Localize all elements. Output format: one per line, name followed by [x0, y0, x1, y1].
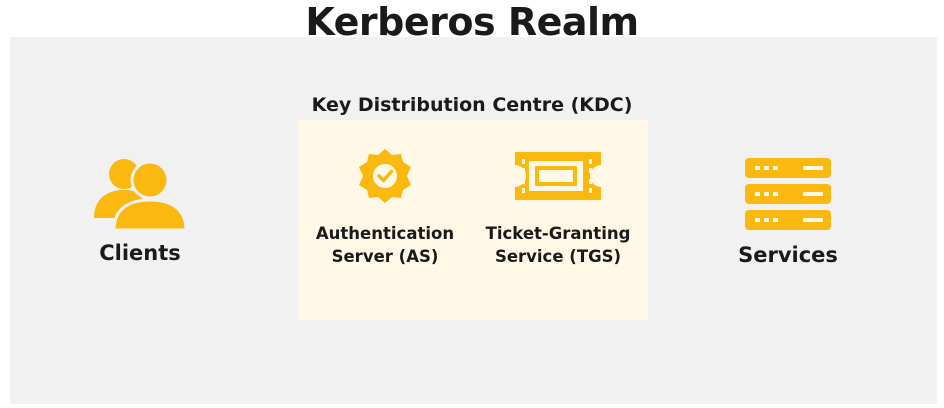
clients-label: Clients	[99, 241, 181, 265]
tgs-label: Ticket-Granting Service (TGS)	[478, 222, 638, 268]
server-stack-icon	[745, 158, 831, 230]
as-label-line1: Authentication	[315, 224, 455, 243]
services-label: Services	[738, 243, 838, 267]
ticket-granting-service-node: Ticket-Granting Service (TGS)	[478, 148, 638, 268]
diagram-title: Kerberos Realm	[305, 0, 639, 44]
verified-badge-icon	[359, 149, 411, 203]
tgs-label-line2: Service (TGS)	[494, 247, 622, 266]
users-icon	[94, 159, 188, 230]
ticket-icon	[515, 152, 601, 200]
clients-node: Clients	[80, 154, 200, 266]
as-label-line2: Server (AS)	[331, 247, 439, 266]
services-node: Services	[728, 156, 848, 268]
as-label: Authentication Server (AS)	[305, 222, 465, 268]
kdc-title: Key Distribution Centre (KDC)	[311, 94, 633, 116]
tgs-label-line1: Ticket-Granting	[485, 224, 631, 243]
authentication-server-node: Authentication Server (AS)	[305, 148, 465, 268]
